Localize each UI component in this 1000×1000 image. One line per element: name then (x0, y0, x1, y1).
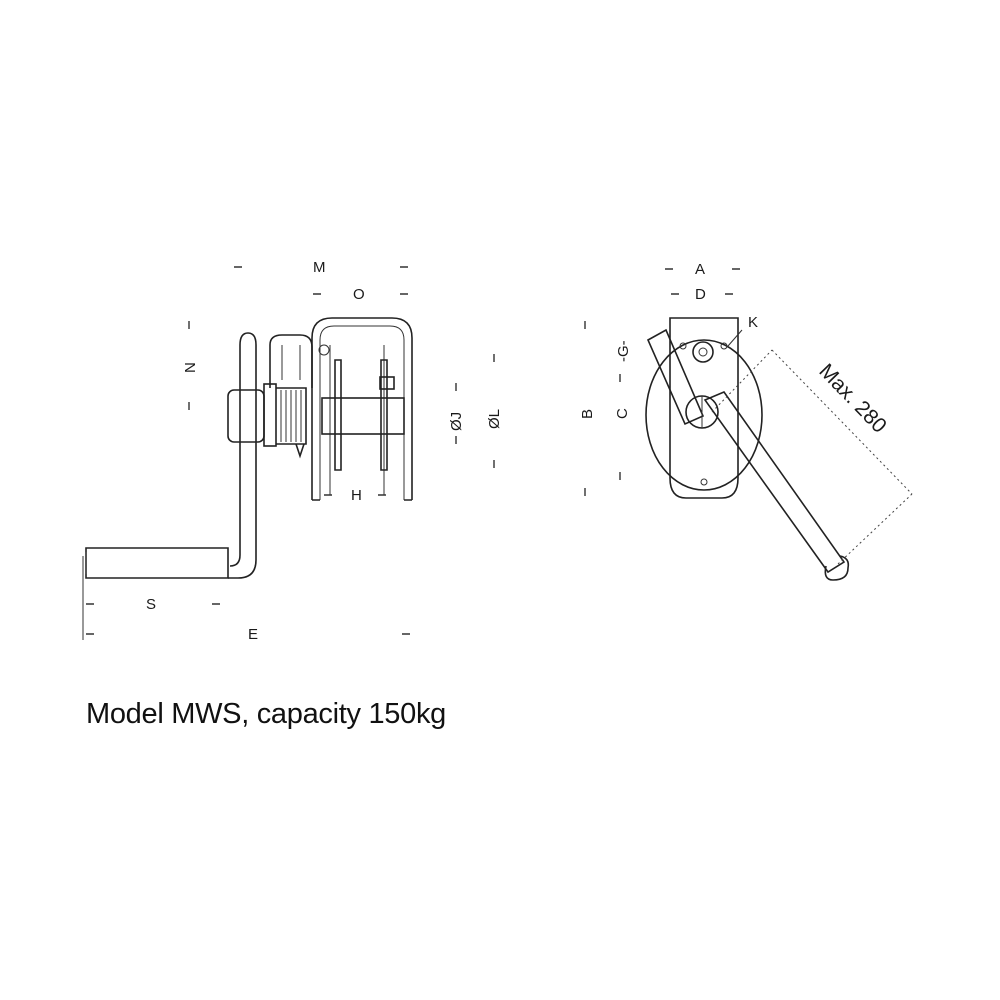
brake-hub (227, 334, 330, 459)
crank-handle (85, 332, 257, 579)
dim-D: D (671, 286, 733, 303)
dim-label-O: O (353, 286, 365, 303)
dim-N: N (182, 321, 199, 410)
front-view: A D K -G- B C Max. 280 (579, 261, 913, 581)
dim-label-K: K (748, 314, 758, 331)
mounting-plate (669, 317, 739, 499)
frame (311, 317, 413, 501)
side-view: M O N ØJ ØL H S (82, 259, 503, 643)
dim-max-280: Max. 280 (711, 349, 913, 565)
dim-C: C (614, 374, 631, 480)
dim-label-max-280: Max. 280 (814, 359, 891, 437)
dim-G: -G- (615, 340, 632, 362)
dim-label-G: -G- (615, 340, 632, 362)
dim-J: ØJ (448, 383, 465, 444)
dim-B: B (579, 321, 596, 496)
dim-label-D: D (695, 286, 706, 303)
dim-label-M: M (313, 259, 326, 276)
dim-label-S: S (146, 596, 156, 613)
dim-label-H: H (351, 487, 362, 504)
model-caption: Model MWS, capacity 150kg (86, 698, 446, 730)
dim-label-N: N (182, 362, 199, 373)
dim-E: E (86, 626, 410, 643)
dim-A: A (665, 261, 740, 278)
drum-disc (645, 339, 763, 491)
dim-label-E: E (248, 626, 258, 643)
cable-drum (321, 359, 405, 471)
dim-label-B: B (579, 409, 596, 419)
dim-S: S (82, 556, 220, 640)
crank-arm (646, 328, 850, 581)
dim-label-A: A (695, 261, 705, 278)
dim-M: M (234, 259, 408, 276)
dim-label-C: C (614, 408, 631, 419)
dim-H: H (324, 487, 386, 504)
dim-K: K (727, 314, 758, 347)
dim-O: O (313, 286, 408, 303)
dim-label-L: ØL (486, 409, 503, 429)
dim-L: ØL (486, 354, 503, 468)
dim-label-J: ØJ (448, 412, 465, 431)
